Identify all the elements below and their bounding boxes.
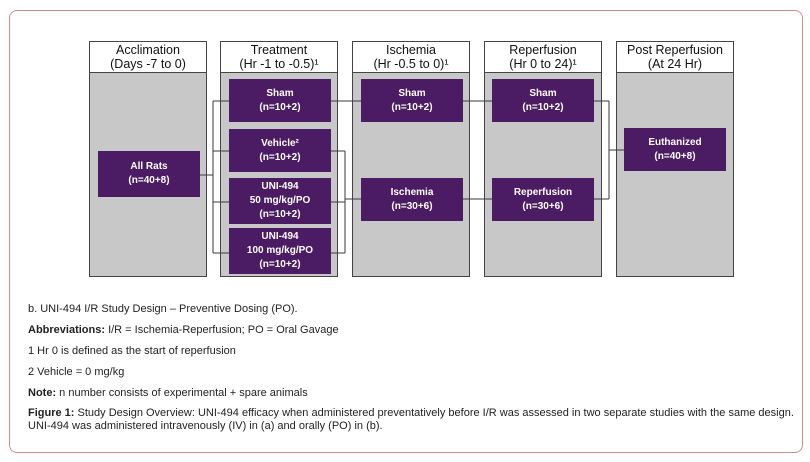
figure-caption: Figure 1: Study Design Overview: UNI-494… bbox=[28, 407, 798, 433]
box-count: (n=10+2) bbox=[259, 151, 301, 163]
box-label: Sham bbox=[529, 87, 557, 99]
note-text: n number consists of experimental + spar… bbox=[56, 387, 308, 399]
box-count: (n=10+2) bbox=[259, 101, 301, 113]
column-subtitle: (Hr -1 to -0.5)¹ bbox=[239, 57, 319, 71]
box-count: (n=10+2) bbox=[259, 259, 301, 270]
column-title: Acclimation bbox=[116, 43, 180, 57]
note-label: Note: bbox=[28, 387, 57, 399]
box-count: (n=40+8) bbox=[128, 175, 170, 186]
box-sham-reperfusion: Sham (n=10+2) bbox=[492, 79, 594, 122]
abbreviations-label: Abbreviations: bbox=[28, 324, 106, 336]
column-subtitle: (Hr -0.5 to 0)¹ bbox=[373, 57, 449, 71]
column-title: Post Reperfusion bbox=[627, 43, 723, 57]
box-count: (n=10+2) bbox=[259, 209, 301, 220]
box-label: Sham bbox=[266, 87, 294, 99]
box-sham-ischemia: Sham (n=10+2) bbox=[361, 79, 463, 122]
box-uni494-100: UNI-494 100 mg/kg/PO (n=10+2) bbox=[229, 228, 331, 274]
box-dose: 100 mg/kg/PO bbox=[246, 245, 314, 256]
abbreviations-line: Abbreviations: I/R = Ischemia-Reperfusio… bbox=[28, 323, 339, 337]
box-euthanized: Euthanized (n=40+8) bbox=[624, 128, 726, 171]
figure-frame bbox=[9, 10, 803, 453]
note-line: Note: n number consists of experimental … bbox=[28, 386, 308, 400]
box-dose: 50 mg/kg/PO bbox=[249, 195, 311, 206]
box-label: Euthanized bbox=[648, 136, 702, 148]
column-subtitle: (At 24 Hr) bbox=[647, 57, 703, 71]
column-title: Reperfusion bbox=[509, 43, 577, 57]
box-sham-treatment: Sham (n=10+2) bbox=[229, 79, 331, 122]
box-label: Vehicle² bbox=[261, 137, 299, 149]
box-label: Reperfusion bbox=[513, 186, 573, 198]
box-uni494-50: UNI-494 50 mg/kg/PO (n=10+2) bbox=[229, 178, 331, 224]
box-ischemia: Ischemia (n=30+6) bbox=[361, 178, 463, 221]
column-subtitle: (Hr 0 to 24)¹ bbox=[509, 57, 577, 71]
column-header-reperfusion: Reperfusion (Hr 0 to 24)¹ bbox=[484, 41, 602, 73]
column-subtitle: (Days -7 to 0) bbox=[110, 57, 186, 71]
box-label: Sham bbox=[398, 87, 426, 99]
box-all-rats: All Rats (n=40+8) bbox=[98, 151, 200, 197]
column-title: Ischemia bbox=[385, 43, 437, 57]
box-label: UNI-494 bbox=[261, 181, 299, 192]
column-header-treatment: Treatment (Hr -1 to -0.5)¹ bbox=[220, 41, 338, 73]
column-title: Treatment bbox=[250, 43, 308, 57]
box-label: UNI-494 bbox=[261, 231, 299, 242]
box-count: (n=30+6) bbox=[522, 200, 564, 212]
box-count: (n=10+2) bbox=[522, 101, 564, 113]
caption-label: Figure 1: bbox=[28, 407, 75, 419]
caption-text: Study Design Overview: UNI-494 efficacy … bbox=[28, 407, 794, 432]
box-reperfusion: Reperfusion (n=30+6) bbox=[492, 178, 594, 221]
footnote-1: 1 Hr 0 is defined as the start of reperf… bbox=[28, 345, 236, 357]
box-count: (n=10+2) bbox=[391, 101, 433, 113]
box-count: (n=30+6) bbox=[391, 200, 433, 212]
footnote-2: 2 Vehicle = 0 mg/kg bbox=[28, 366, 125, 378]
box-label: Ischemia bbox=[390, 186, 434, 198]
column-header-ischemia: Ischemia (Hr -0.5 to 0)¹ bbox=[352, 41, 470, 73]
design-line: b. UNI-494 I/R Study Design – Preventive… bbox=[28, 303, 298, 315]
column-body-post-reperfusion bbox=[616, 73, 734, 277]
box-count: (n=40+8) bbox=[654, 150, 696, 162]
column-header-acclimation: Acclimation (Days -7 to 0) bbox=[89, 41, 207, 73]
box-label: All Rats bbox=[130, 161, 168, 172]
abbreviations-text: I/R = Ischemia-Reperfusion; PO = Oral Ga… bbox=[105, 324, 339, 336]
column-header-post-reperfusion: Post Reperfusion (At 24 Hr) bbox=[616, 41, 734, 73]
box-vehicle: Vehicle² (n=10+2) bbox=[229, 129, 331, 172]
